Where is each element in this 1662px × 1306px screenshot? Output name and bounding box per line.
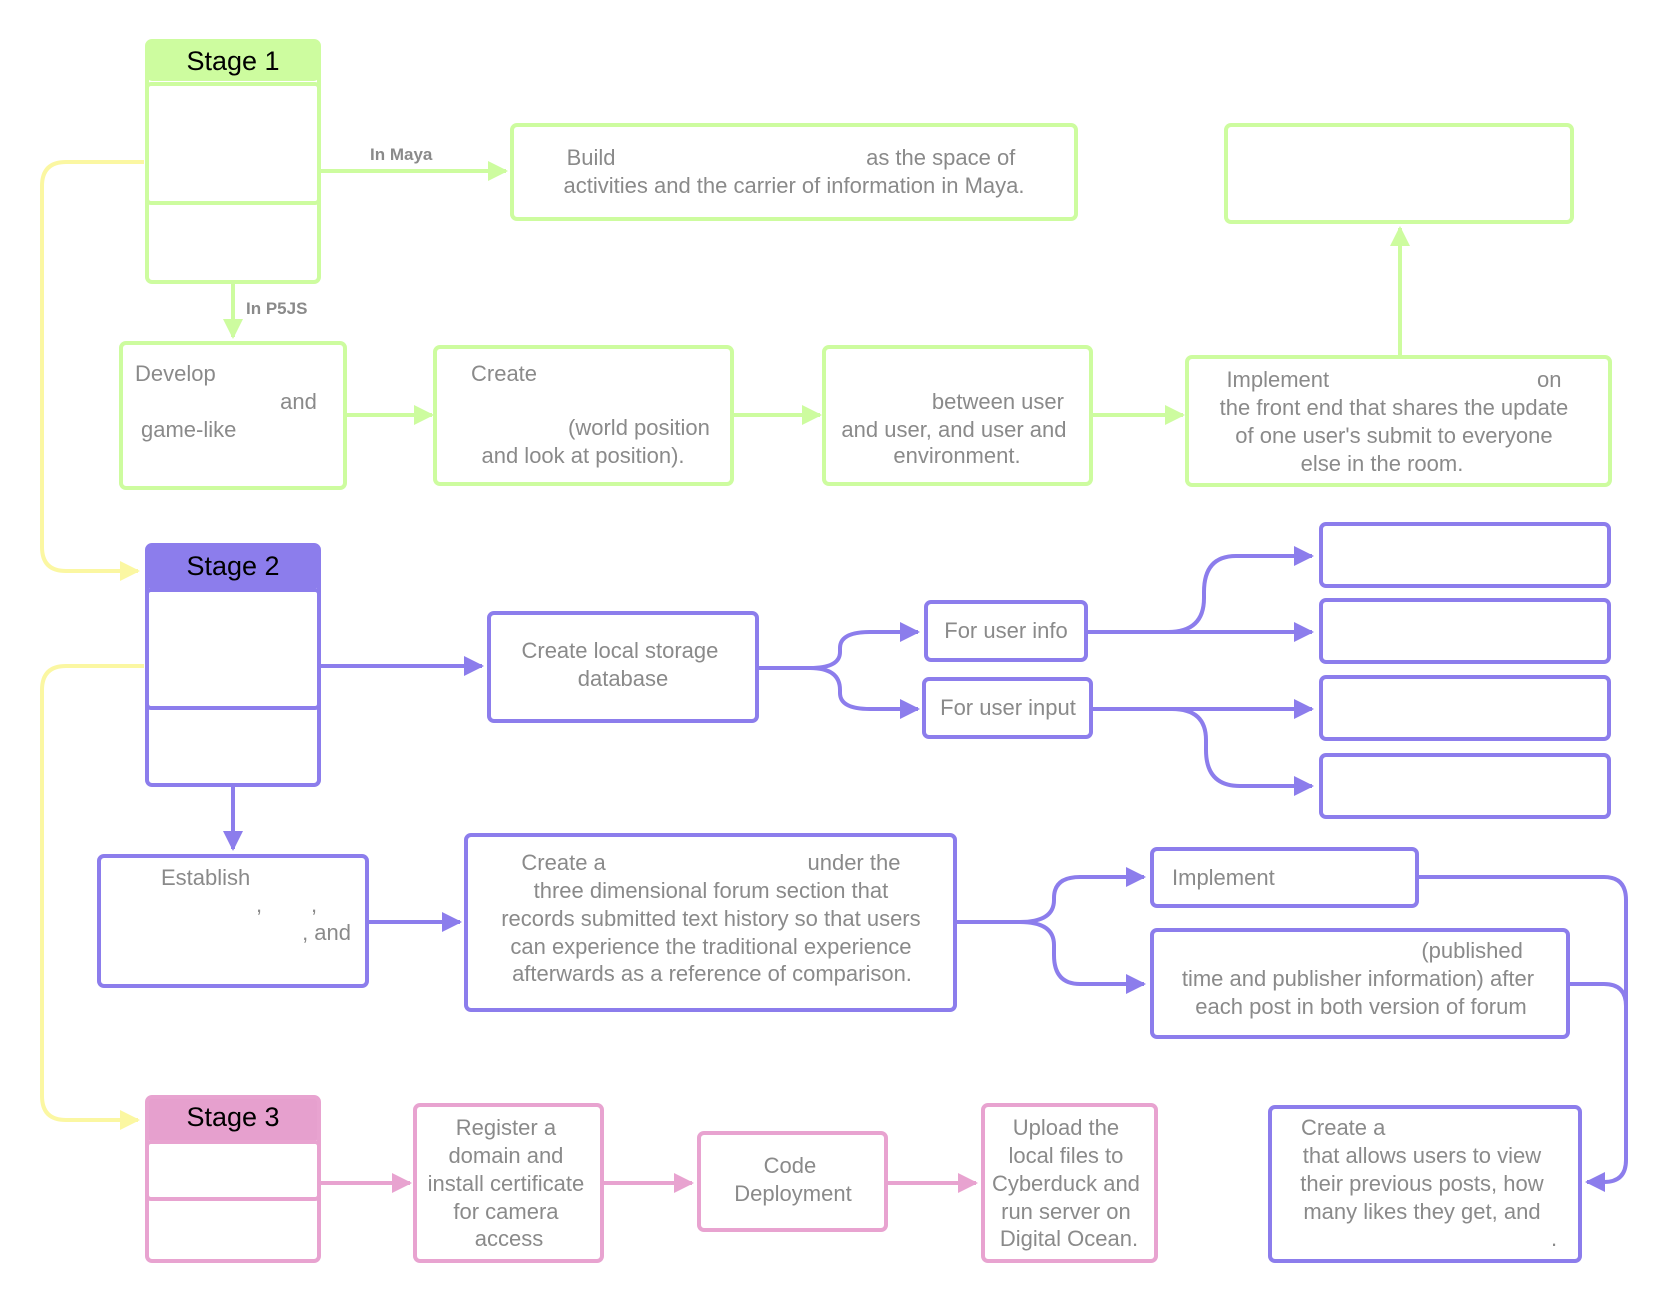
build-text: Build as the space of activities and the… xyxy=(564,145,1025,198)
implement-sync-text: Implement on the front end that shares t… xyxy=(1220,367,1575,476)
user-info-slot-2 xyxy=(1319,598,1611,664)
user-input-box: For user input xyxy=(922,677,1093,739)
stage3-title: Stage 3 xyxy=(186,1102,279,1132)
database-to-userinput-arrow xyxy=(758,666,920,719)
code-deployment-text: Code Deployment xyxy=(734,1153,851,1206)
code-deployment-box: Code Deployment xyxy=(697,1131,888,1232)
forum-text: Create a under the three dimensional for… xyxy=(501,850,927,986)
develop-text: Develop and game-like xyxy=(135,361,323,442)
build-box: Build as the space of activities and the… xyxy=(510,123,1078,221)
upload-files-text: Upload the local files to Cyberduck and … xyxy=(992,1115,1146,1251)
upload-files-box: Upload the local files to Cyberduck and … xyxy=(981,1103,1158,1263)
profile-text: Create a that allows users to view their… xyxy=(1300,1115,1557,1251)
user-info-slot-1 xyxy=(1319,522,1611,588)
establish-box: Establish , , , and xyxy=(97,854,369,988)
stage2-group: Stage 2 Create local storage database Fo… xyxy=(97,522,1628,1263)
user-input-text: For user input xyxy=(940,695,1076,720)
stage1-card: Stage 1 xyxy=(145,39,321,284)
create-text: Create (world position and look at posit… xyxy=(471,361,716,468)
implement-box: Implement xyxy=(1150,847,1419,908)
published-to-profile-connector xyxy=(1570,982,1628,1007)
in-p5js-label: In P5JS xyxy=(246,299,307,318)
forum-box: Create a under the three dimensional for… xyxy=(464,833,957,1012)
stage1-to-stage2-connector xyxy=(40,160,144,581)
stage1-title: Stage 1 xyxy=(186,46,279,76)
implement-to-profile-arrow xyxy=(1418,875,1628,1192)
database-to-userinfo-arrow xyxy=(758,622,920,670)
user-input-slot-1 xyxy=(1319,675,1611,741)
stage2-title: Stage 2 xyxy=(186,551,279,581)
stage-links xyxy=(40,160,144,1130)
register-domain-box: Register a domain and install certificat… xyxy=(413,1103,604,1263)
develop-box: Develop and game-like xyxy=(119,341,347,490)
register-domain-text: Register a domain and install certificat… xyxy=(428,1115,591,1251)
user-info-box: For user info xyxy=(924,600,1088,662)
forum-to-published-arrow xyxy=(957,920,1146,994)
published-info-text: (published time and publisher informatio… xyxy=(1182,938,1540,1019)
establish-text: Establish , , , and xyxy=(161,865,351,945)
create-box: Create (world position and look at posit… xyxy=(433,345,734,486)
stage3-card: Stage 3 xyxy=(145,1095,321,1263)
userinfo-to-slot1-arrow xyxy=(1088,546,1314,634)
stage3-group: Stage 3 Register a domain and install ce… xyxy=(145,1095,1158,1263)
stage1-group: Stage 1 In Maya In P5JS Build as the spa… xyxy=(119,39,1612,490)
published-info-box: (published time and publisher informatio… xyxy=(1150,928,1570,1039)
database-text: Create local storage database xyxy=(521,638,724,691)
interaction-text: between user and user, and user and envi… xyxy=(841,389,1072,468)
implement-text: Implement xyxy=(1172,865,1275,890)
in-maya-label: In Maya xyxy=(370,145,433,164)
stage1-top-right-box xyxy=(1224,123,1574,224)
stage2-to-stage3-connector xyxy=(40,664,144,1130)
stage2-card: Stage 2 xyxy=(145,543,321,787)
profile-box: Create a that allows users to view their… xyxy=(1268,1105,1582,1263)
forum-to-implement-arrow xyxy=(957,867,1146,924)
implement-sync-box: Implement on the front end that shares t… xyxy=(1185,355,1612,487)
user-info-text: For user info xyxy=(944,618,1068,643)
user-input-slot-2 xyxy=(1319,753,1611,819)
userinput-to-slot4-arrow xyxy=(1093,707,1314,796)
interaction-box: between user and user, and user and envi… xyxy=(822,345,1093,486)
database-box: Create local storage database xyxy=(487,611,759,723)
